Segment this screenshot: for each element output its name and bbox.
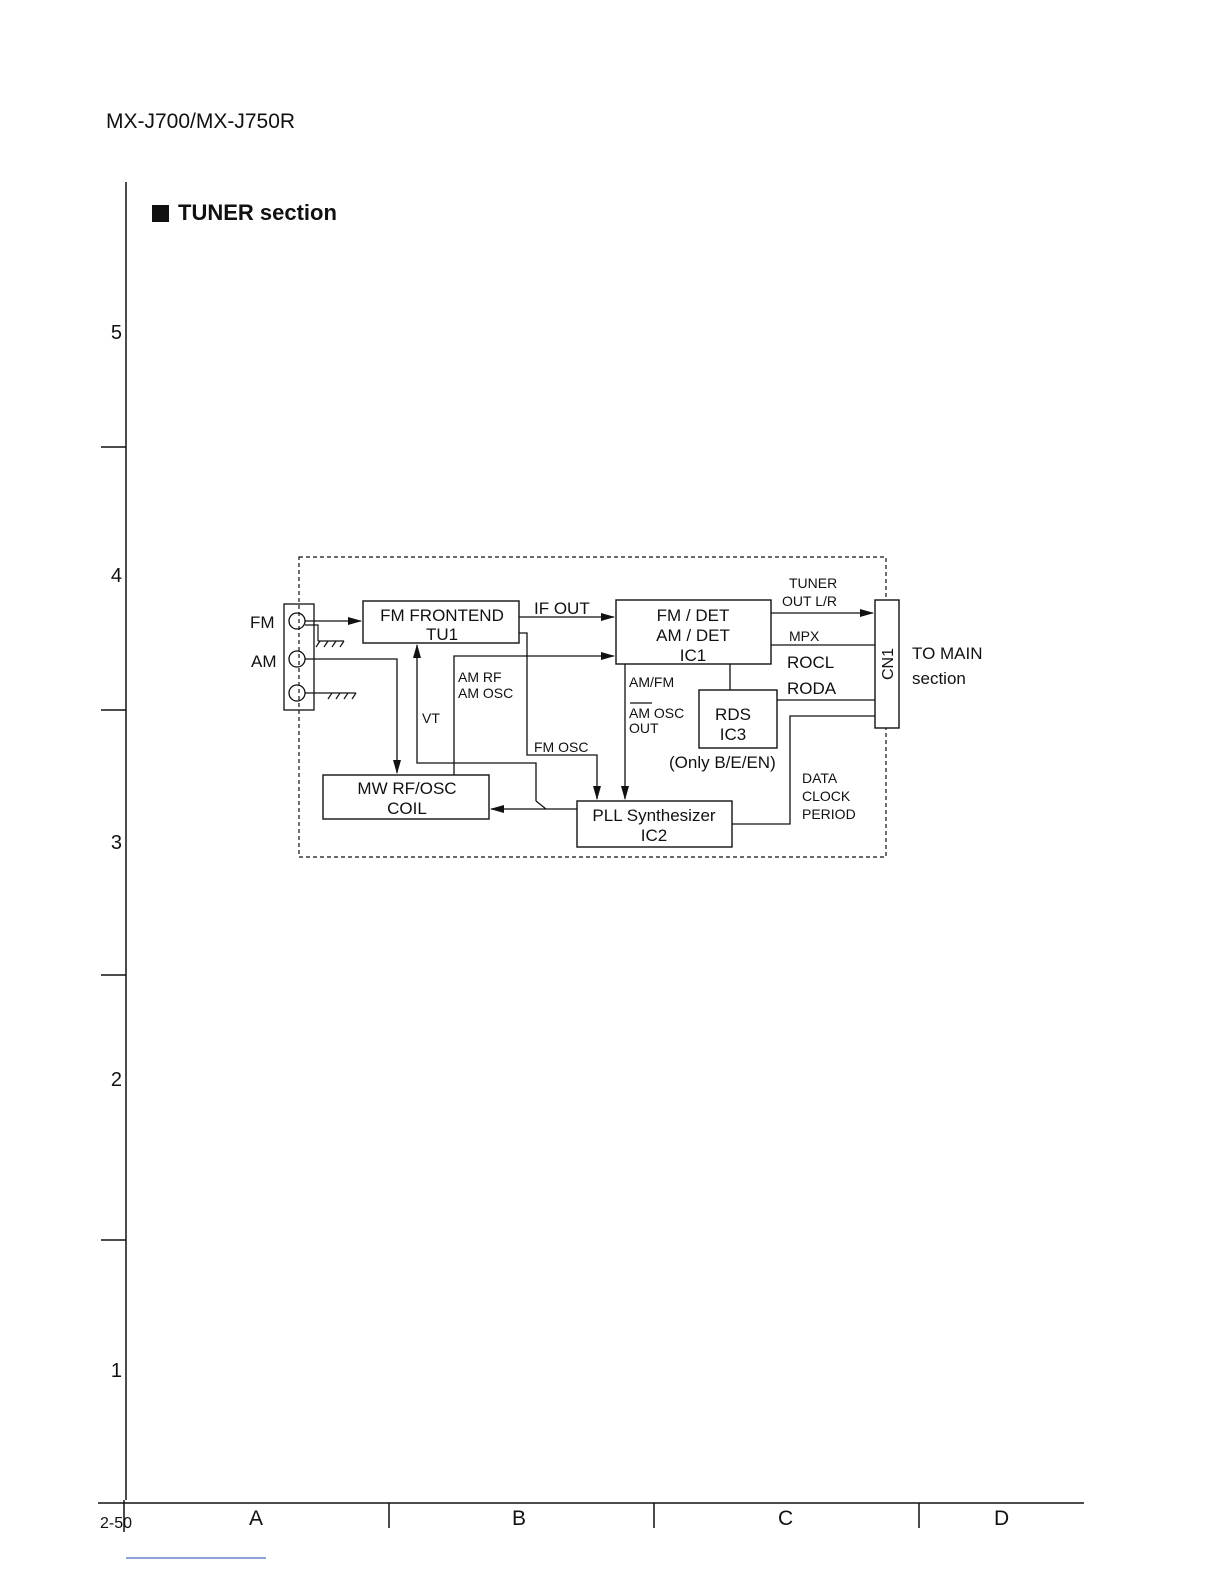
ic3-label: IC3 bbox=[720, 725, 746, 744]
to-main-section-label: section bbox=[912, 669, 966, 688]
mw-coil-label-line2: COIL bbox=[387, 799, 427, 818]
am-det-label: AM / DET bbox=[656, 626, 730, 645]
cn1-label: CN1 bbox=[880, 648, 897, 680]
am-osc-out-label-line2: OUT bbox=[629, 720, 659, 736]
ic2-label: IC2 bbox=[641, 826, 667, 845]
vt-label: VT bbox=[422, 710, 440, 726]
am-rf-label: AM RF bbox=[458, 669, 502, 685]
fm-terminal-icon bbox=[289, 613, 305, 629]
ground-icon bbox=[305, 625, 344, 647]
if-out-label: IF OUT bbox=[534, 599, 590, 618]
am-osc-label: AM OSC bbox=[458, 685, 513, 701]
am-fm-label: AM/FM bbox=[629, 674, 674, 690]
fm-frontend-ref: TU1 bbox=[426, 625, 458, 644]
rds-label: RDS bbox=[715, 705, 751, 724]
fm-frontend-label: FM FRONTEND bbox=[380, 606, 504, 625]
am-input-label: AM bbox=[251, 652, 277, 671]
am-osc-out-label: AM OSC bbox=[629, 705, 684, 721]
ic1-label: IC1 bbox=[680, 646, 706, 665]
period-label: PERIOD bbox=[802, 806, 856, 822]
fm-det-label: FM / DET bbox=[657, 606, 730, 625]
ground-icon bbox=[305, 693, 356, 699]
fm-input-label: FM bbox=[250, 613, 275, 632]
rocl-label: ROCL bbox=[787, 653, 834, 672]
only-note-label: (Only B/E/EN) bbox=[669, 753, 776, 772]
clock-label: CLOCK bbox=[802, 788, 851, 804]
ground-terminal-icon bbox=[289, 685, 305, 701]
fm-osc-label: FM OSC bbox=[534, 739, 588, 755]
data-label: DATA bbox=[802, 770, 838, 786]
tuner-out-label: TUNER bbox=[789, 575, 837, 591]
pll-label: PLL Synthesizer bbox=[592, 806, 715, 825]
am-terminal-icon bbox=[289, 651, 305, 667]
mpx-label: MPX bbox=[789, 628, 820, 644]
tuner-out-label-line2: OUT L/R bbox=[782, 593, 837, 609]
roda-label: RODA bbox=[787, 679, 837, 698]
pll-coil-link bbox=[536, 801, 577, 809]
am-antenna-wire bbox=[305, 659, 397, 773]
fm-osc-wire bbox=[519, 633, 597, 799]
to-main-label: TO MAIN bbox=[912, 644, 983, 663]
mw-coil-label: MW RF/OSC bbox=[357, 779, 456, 798]
